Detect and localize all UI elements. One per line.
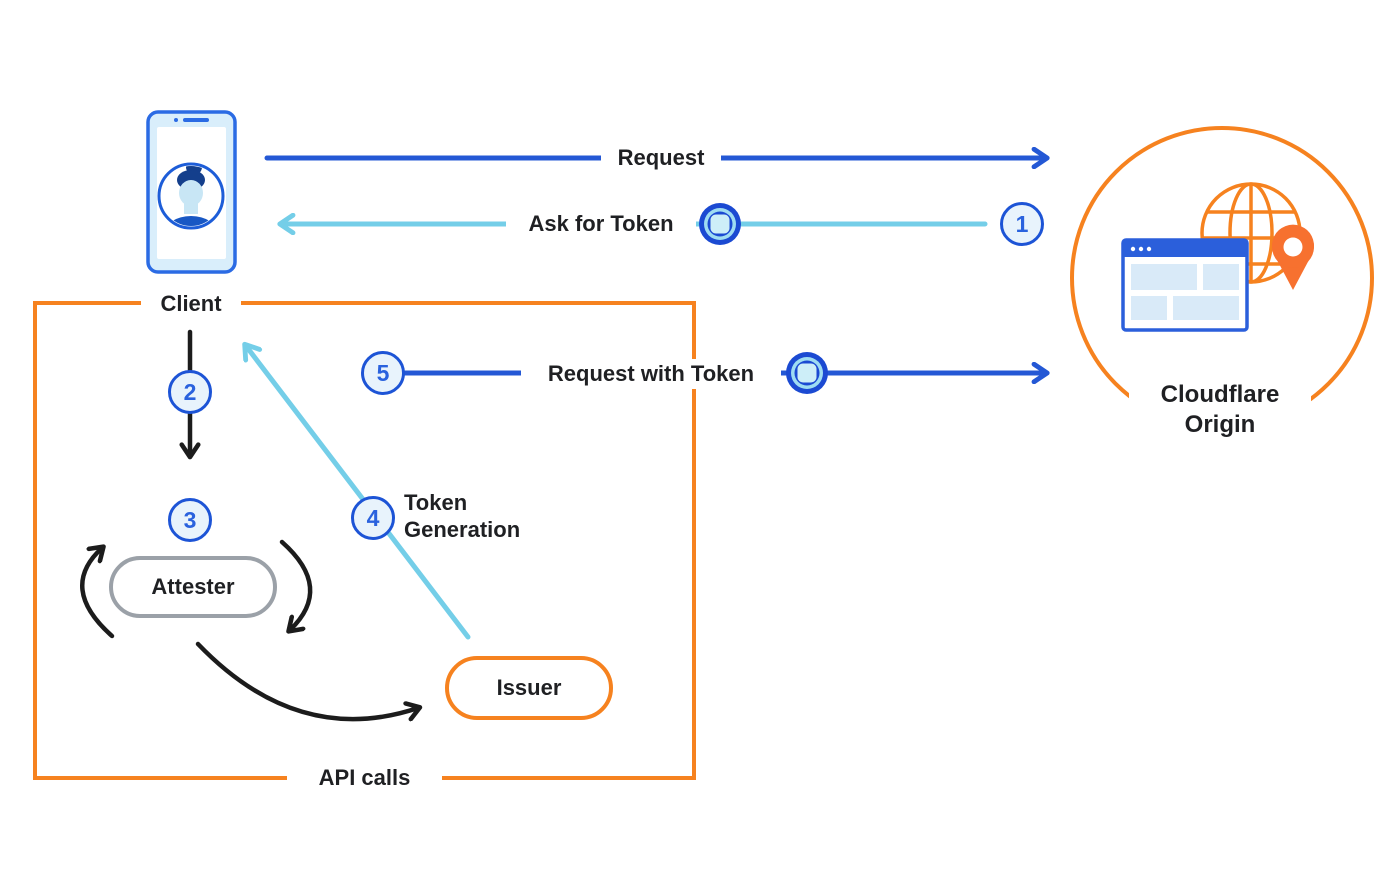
step-badge-5: 5 <box>361 351 405 395</box>
cloudflare-origin-line2: Origin <box>1184 411 1256 438</box>
token-icon <box>699 203 741 245</box>
browser-window-icon <box>1121 238 1249 332</box>
step-badge-1: 1 <box>1000 202 1044 246</box>
attester-to-issuer-arrow <box>195 641 418 719</box>
step-badge-2: 2 <box>168 370 212 414</box>
attester-label: Attester <box>151 574 235 599</box>
request-label: Request <box>601 144 721 172</box>
cloudflare-origin-line1: Cloudflare <box>1160 381 1280 408</box>
user-avatar-icon <box>157 162 225 230</box>
client-label: Client <box>141 289 241 319</box>
request-with-token-label: Request with Token <box>521 359 781 389</box>
step-badge-3: 3 <box>168 498 212 542</box>
issuer-pill: Issuer <box>445 656 613 720</box>
api-calls-label: API calls <box>287 763 442 793</box>
attester-cycle-left-arrow <box>80 548 115 639</box>
token-generation-label: Token Generation <box>404 490 521 542</box>
cloudflare-origin-label: Cloudflare Origin <box>1129 380 1311 444</box>
attester-cycle-right-arrow <box>279 539 313 630</box>
location-pin-icon <box>1272 224 1314 290</box>
token-generation-arrow <box>246 346 471 640</box>
client-phone-icon <box>146 110 237 274</box>
step-badge-4: 4 <box>351 496 395 540</box>
ask-for-token-label: Ask for Token <box>506 210 696 238</box>
issuer-label: Issuer <box>496 675 562 700</box>
attester-pill: Attester <box>109 556 277 618</box>
token-icon <box>786 352 828 394</box>
